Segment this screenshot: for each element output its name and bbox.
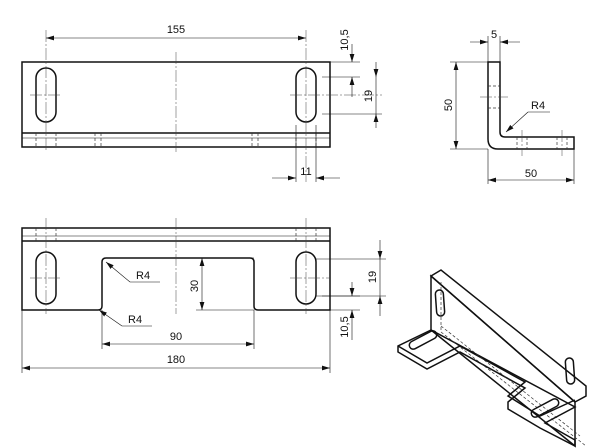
dim-19-text: 19: [363, 90, 375, 102]
top-view: 155 10,5 19 11: [21, 24, 382, 182]
front-view: R4 R4 30 90 180 19 10,5: [21, 218, 386, 373]
iso-base-plate: [397, 329, 577, 448]
dim-155-text: 155: [167, 24, 185, 36]
iso-base-slot-left: [408, 330, 438, 350]
iso-hidden-edge: [440, 325, 581, 437]
iso-vertical-plate-face: [430, 274, 576, 448]
iso-base-slot-right: [530, 398, 560, 418]
iso-hidden-edge: [440, 331, 587, 447]
iso-vertical-slot-right: [564, 357, 576, 385]
dim-r4-upper-text: R4: [136, 270, 150, 282]
dim-50-vertical-text: 50: [443, 99, 455, 111]
dim-5-text: 5: [491, 29, 497, 41]
r4-upper-leader: [105, 261, 131, 283]
dim-10-5-text: 10,5: [339, 29, 351, 50]
dim-r4-lower-text: R4: [128, 314, 142, 326]
iso-vertical-plate: [429, 269, 587, 403]
dim-r4-side-text: R4: [531, 100, 545, 112]
dim-10-5-front-text: 10,5: [339, 316, 351, 337]
side-view-profile: [487, 61, 575, 150]
r4-lower-leader: [98, 309, 123, 327]
dim-50-horizontal-text: 50: [525, 168, 537, 180]
iso-vertical-slot-left: [434, 289, 446, 317]
side-view: 5 50 50 R4: [443, 29, 575, 184]
dim-11-text: 11: [300, 166, 311, 178]
dim-30-text: 30: [189, 280, 201, 292]
dim-19-front-text: 19: [367, 271, 379, 283]
r4-leader: [505, 111, 529, 133]
dim-180-text: 180: [167, 354, 185, 366]
isometric-view: [397, 269, 587, 448]
dim-90-text: 90: [170, 331, 182, 343]
